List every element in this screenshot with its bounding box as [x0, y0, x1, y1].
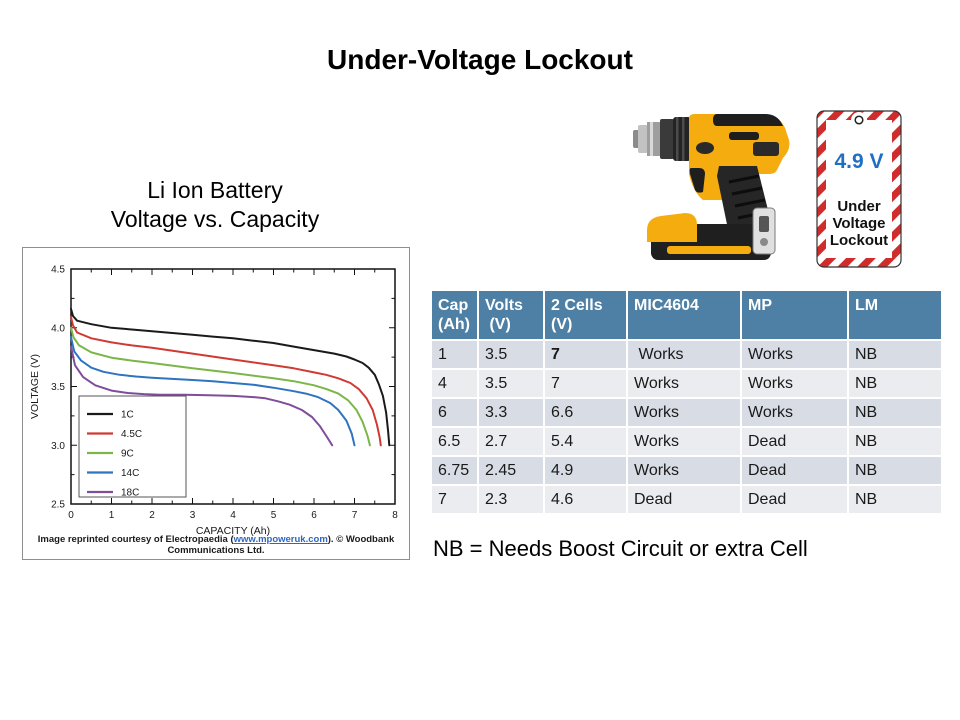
axes [70, 268, 396, 505]
table-cell: 1 [432, 341, 477, 368]
caption-prefix: Image reprinted courtesy of Electropaedi… [37, 534, 234, 545]
table-cell: NB [849, 428, 941, 455]
table-cell: Works [628, 399, 740, 426]
table-cell: 3.3 [479, 399, 543, 426]
page-title: Under-Voltage Lockout [327, 44, 633, 75]
series-line-4.5C [70, 316, 382, 447]
table-cell: Works [742, 370, 847, 397]
tag-line1: Under [837, 198, 881, 215]
table-cell: Works [628, 370, 740, 397]
lockout-tag: 4.9 V Under Voltage Lockout [816, 110, 902, 268]
svg-text:8: 8 [392, 510, 398, 521]
caption-suffix: ). © Woodbank Communications Ltd. [167, 534, 395, 556]
svg-text:1: 1 [109, 510, 115, 521]
table-column-header: Cap (Ah) [432, 291, 477, 339]
table-cell: 2.45 [479, 457, 543, 484]
table-cell: 4.6 [545, 486, 626, 513]
table-cell: Works [742, 341, 847, 368]
table-column-header: 2 Cells (V) [545, 291, 626, 339]
legend-label-9C: 9C [121, 449, 134, 460]
table-cell: 6.5 [432, 428, 477, 455]
svg-text:0: 0 [68, 510, 74, 521]
svg-text:4.0: 4.0 [51, 323, 65, 334]
legend-label-1C: 1C [121, 410, 134, 421]
svg-text:7: 7 [352, 510, 358, 521]
table-cell: 7 [545, 341, 626, 368]
svg-text:2: 2 [149, 510, 155, 521]
chart-caption: Image reprinted courtesy of Electropaedi… [23, 534, 409, 556]
nb-note: NB = Needs Boost Circuit or extra Cell [433, 536, 808, 561]
table-cell: NB [849, 341, 941, 368]
table-cell: 7 [545, 370, 626, 397]
y-axis-label: VOLTAGE (V) [29, 354, 41, 419]
table-cell: Works [628, 457, 740, 484]
x-axis-label: CAPACITY (Ah) [196, 525, 270, 537]
series-line-9C [70, 326, 371, 447]
tag-voltage: 4.9 V [834, 150, 883, 173]
table-cell: 6.75 [432, 457, 477, 484]
table-cell: 2.3 [479, 486, 543, 513]
table-column-header: MP [742, 291, 847, 339]
svg-text:6: 6 [311, 510, 317, 521]
svg-text:5: 5 [271, 510, 277, 521]
series-line-18C [70, 345, 334, 447]
table-column-header: Volts (V) [479, 291, 543, 339]
table-cell: NB [849, 399, 941, 426]
axis-tick-labels: 0 1 2 3 4 5 6 7 8 2.5 3.0 3.5 4.0 4.5 [51, 265, 398, 522]
table-cell: Works [628, 341, 740, 368]
table-cell: 7 [432, 486, 477, 513]
table-cell: Dead [742, 457, 847, 484]
svg-text:3: 3 [190, 510, 196, 521]
series-line-14C [70, 336, 356, 447]
table-cell: 4.9 [545, 457, 626, 484]
table-column-header: MIC4604 [628, 291, 740, 339]
table-cell: 6.6 [545, 399, 626, 426]
svg-text:3.0: 3.0 [51, 441, 65, 452]
lockout-tag-icon: 4.9 V Under Voltage Lockout [816, 110, 902, 268]
mpoweruk-link[interactable]: www.mpoweruk.com [233, 534, 328, 545]
chart-heading-line1: Li Ion Battery [147, 177, 283, 203]
table-cell: Dead [628, 486, 740, 513]
table-cell: 5.4 [545, 428, 626, 455]
table-column-header: LM [849, 291, 941, 339]
table-cell: 3.5 [479, 370, 543, 397]
table-cell: NB [849, 486, 941, 513]
drill-icon [633, 114, 790, 260]
table-cell: 6 [432, 399, 477, 426]
tag-line2: Voltage [832, 215, 885, 232]
table-cell: Works [628, 428, 740, 455]
legend: 1C 4.5C 9C 14C 18C [78, 395, 187, 499]
chart-heading-line2: Voltage vs. Capacity [110, 206, 320, 232]
svg-text:3.5: 3.5 [51, 382, 65, 393]
table-cell: Dead [742, 428, 847, 455]
table-cell: 4 [432, 370, 477, 397]
table-cell: NB [849, 370, 941, 397]
table-cell: 2.7 [479, 428, 543, 455]
table-cell: Works [742, 399, 847, 426]
legend-label-4.5C: 4.5C [121, 429, 142, 440]
svg-text:2.5: 2.5 [51, 500, 65, 511]
svg-text:4.5: 4.5 [51, 265, 65, 276]
table-cell: NB [849, 457, 941, 484]
legend-label-18C: 18C [121, 488, 139, 499]
tag-line3: Lockout [830, 232, 888, 249]
legend-label-14C: 14C [121, 468, 139, 479]
series-line-1C [70, 307, 391, 447]
chart-heading: Li Ion Battery Voltage vs. Capacity [55, 176, 375, 234]
table-cell: Dead [742, 486, 847, 513]
table-cell: 3.5 [479, 341, 543, 368]
svg-text:4: 4 [230, 510, 236, 521]
drill-image [633, 114, 790, 260]
